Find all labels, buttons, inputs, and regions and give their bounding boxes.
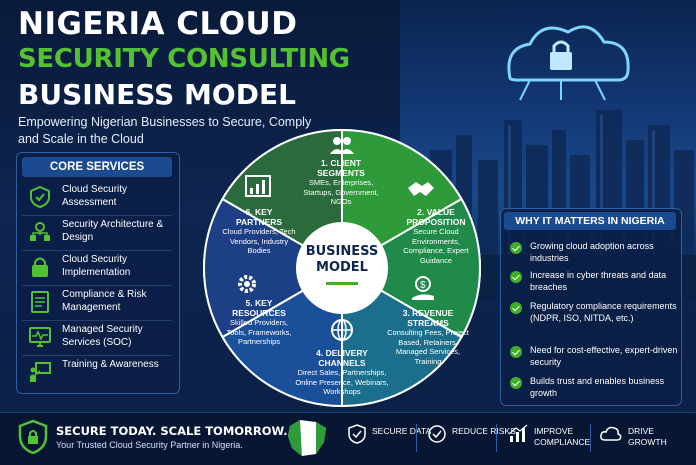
segment-description: Skilled Providers, Tools, Frameworks, Pa… <box>226 318 292 346</box>
core-service-item: Security Architecture & Design <box>22 216 172 251</box>
segment-client-segments: 1. CLIENT SEGMENTS SMEs, Enterprises, St… <box>296 158 386 207</box>
core-service-label: Security Architecture & Design <box>62 219 164 243</box>
title-line-1: NIGERIA CLOUD <box>18 6 298 42</box>
core-service-label: Cloud Security Implementation <box>62 254 131 278</box>
footer-bar <box>0 412 696 465</box>
check-icon <box>510 302 522 314</box>
check-icon <box>510 271 522 283</box>
segment-revenue-streams: 3. REVENUE STREAMS Consulting Fees, Proj… <box>384 308 472 366</box>
segment-title: 6. KEY PARTNERS <box>235 207 283 227</box>
why-it-matters-panel <box>500 208 682 406</box>
check-icon <box>510 242 522 254</box>
why-item-text: Growing cloud adoption across industries <box>530 241 654 263</box>
core-service-label: Managed Security Services (SOC) <box>62 324 143 348</box>
cloud-icon <box>600 426 622 441</box>
people-icon <box>330 137 354 154</box>
handshake-icon <box>408 182 434 196</box>
footer-item-label: REDUCE RISKS <box>452 426 516 436</box>
segment-title: 2. VALUE PROPOSITION <box>406 207 466 227</box>
svg-text:$: $ <box>420 280 426 291</box>
cloud-lock-icon <box>507 25 630 101</box>
money-hand-icon: $ <box>412 276 434 300</box>
why-item-text: Increase in cyber threats and data breac… <box>530 270 667 292</box>
checklist-icon <box>31 291 49 313</box>
footer-tagline: SECURE TODAY. SCALE TOMORROW. <box>56 424 288 438</box>
segment-description: Secure Cloud Environments, Compliance, E… <box>403 227 469 265</box>
why-it-matters-heading: WHY IT MATTERS IN NIGERIA <box>504 212 676 230</box>
shield-lock-icon <box>18 420 48 454</box>
segment-title: 5. KEY RESOURCES <box>232 298 286 318</box>
segment-key-resources: 5. KEY RESOURCES Skilled Providers, Tool… <box>222 298 296 347</box>
core-services-heading: CORE SERVICES <box>22 157 172 177</box>
shield-check-icon <box>30 185 50 209</box>
segment-title: 3. REVENUE STREAMS <box>402 308 454 328</box>
core-service-label: Compliance & Risk Management <box>62 289 147 313</box>
growth-chart-icon <box>508 424 528 442</box>
check-icon <box>510 377 522 389</box>
globe-icon <box>331 319 353 341</box>
presenter-icon <box>30 362 51 382</box>
core-service-item: Cloud Security Implementation <box>22 251 172 286</box>
footer-subline: Your Trusted Cloud Security Partner in N… <box>56 440 243 450</box>
check-icon <box>510 346 522 358</box>
divider <box>416 424 417 452</box>
shield-icon <box>348 424 366 444</box>
subtitle: Empowering Nigerian Businesses to Secure… <box>18 115 312 146</box>
segment-key-partners: 6. KEY PARTNERS Cloud Providers, Tech Ve… <box>222 207 296 256</box>
monitor-pulse-icon <box>29 327 51 347</box>
core-service-item: Managed Security Services (SOC) <box>22 321 172 356</box>
footer-item-label: DRIVE GROWTH <box>628 426 667 447</box>
footer-item-reduce-risks: REDUCE RISKS <box>428 424 516 449</box>
why-item-text: Need for cost-effective, expert-driven s… <box>530 345 678 367</box>
wheel-center: BUSINESS MODEL <box>296 222 388 314</box>
segment-description: Cloud Providers, Tech Vendors, Industry … <box>222 227 296 255</box>
segment-title: 1. CLIENT SEGMENTS <box>317 158 365 178</box>
segment-value-proposition: 2. VALUE PROPOSITION Secure Cloud Enviro… <box>394 207 478 265</box>
segment-delivery-channels: 4. DELIVERY CHANNELS Direct Sales, Partn… <box>294 348 390 397</box>
title-line-3: BUSINESS MODEL <box>18 78 296 111</box>
wheel-center-label: BUSINESS MODEL <box>305 244 379 275</box>
divider <box>496 424 497 452</box>
footer-item-secure-data: SECURE DATA <box>348 424 431 449</box>
title-line-2: SECURITY CONSULTING <box>18 44 350 74</box>
core-service-item: Compliance & Risk Management <box>22 286 172 321</box>
core-service-label: Cloud Security Assessment <box>62 184 128 208</box>
why-item-text: Builds trust and enables business growth <box>530 376 665 398</box>
footer-item-drive-growth: DRIVE GROWTH <box>600 424 667 449</box>
architecture-icon <box>30 222 50 241</box>
segment-description: Direct Sales, Partnerships, Online Prese… <box>295 368 389 396</box>
check-circle-icon <box>428 425 446 443</box>
divider <box>590 424 591 452</box>
core-service-item: Cloud Security Assessment <box>22 181 172 216</box>
segment-description: SMEs, Enterprises, Startups, Government,… <box>303 178 379 206</box>
footer-item-improve-compliance: IMPROVE COMPLIANCE <box>508 424 590 449</box>
footer-item-label: SECURE DATA <box>372 426 432 436</box>
wheel-segment-5 <box>203 197 344 339</box>
core-service-label: Training & Awareness <box>62 359 159 370</box>
core-service-item: Training & Awareness <box>22 356 172 390</box>
segment-description: Consulting Fees, Project Based, Retainer… <box>387 328 469 366</box>
lock-icon <box>32 257 48 277</box>
gear-icon <box>238 275 256 293</box>
center-accent-bar <box>326 282 358 285</box>
chart-icon <box>245 175 271 197</box>
footer-item-label: IMPROVE COMPLIANCE <box>534 426 591 447</box>
wheel-segment-2 <box>340 197 481 339</box>
why-item-text: Regulatory compliance requirements (NDPR… <box>530 301 677 323</box>
nigeria-map-icon <box>288 420 326 456</box>
segment-title: 4. DELIVERY CHANNELS <box>316 348 368 368</box>
